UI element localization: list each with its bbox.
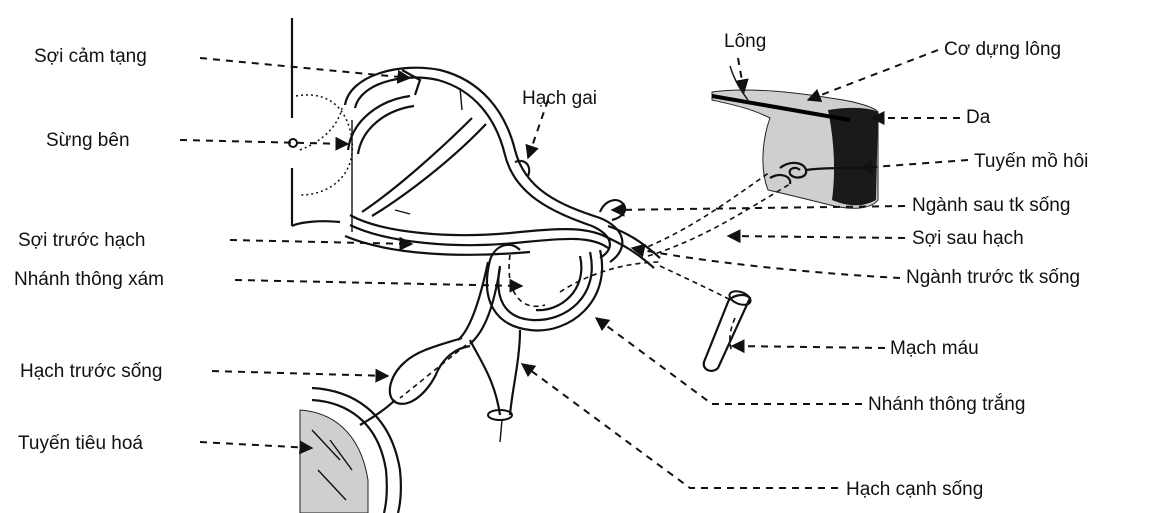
- sympathetic-chain: [458, 245, 602, 442]
- label-nganh-truoc-tk-song: Ngành trước tk sống: [906, 268, 1080, 287]
- label-long: Lông: [724, 32, 766, 51]
- label-hach-canh-song: Hạch cạnh sống: [846, 480, 983, 499]
- label-co-dung-long: Cơ dựng lông: [944, 40, 1061, 59]
- spinal-cord: [289, 18, 352, 226]
- label-soi-cam-tang: Sợi cảm tạng: [34, 47, 147, 66]
- label-nganh-sau-tk-song: Ngành sau tk sống: [912, 196, 1070, 215]
- label-da: Da: [966, 108, 990, 127]
- label-nhanh-thong-trang: Nhánh thông trắng: [868, 395, 1025, 414]
- skin-block: [712, 66, 878, 208]
- prevertebral-ganglion: [360, 338, 470, 425]
- label-soi-sau-hach: Sợi sau hạch: [912, 229, 1024, 248]
- label-sung-ben: Sừng bên: [46, 131, 130, 150]
- label-hach-gai: Hạch gai: [522, 89, 597, 108]
- label-hach-truoc-song: Hạch trước sống: [20, 362, 162, 381]
- label-tuyen-tieu-hoa: Tuyến tiêu hoá: [18, 434, 143, 453]
- label-tuyen-mo-hoi: Tuyến mồ hôi: [974, 152, 1088, 171]
- blood-vessel: [704, 289, 753, 371]
- label-soi-truoc-hach: Sợi trước hạch: [18, 231, 145, 250]
- label-mach-mau: Mạch máu: [890, 339, 979, 358]
- label-nhanh-thong-xam: Nhánh thông xám: [14, 270, 164, 289]
